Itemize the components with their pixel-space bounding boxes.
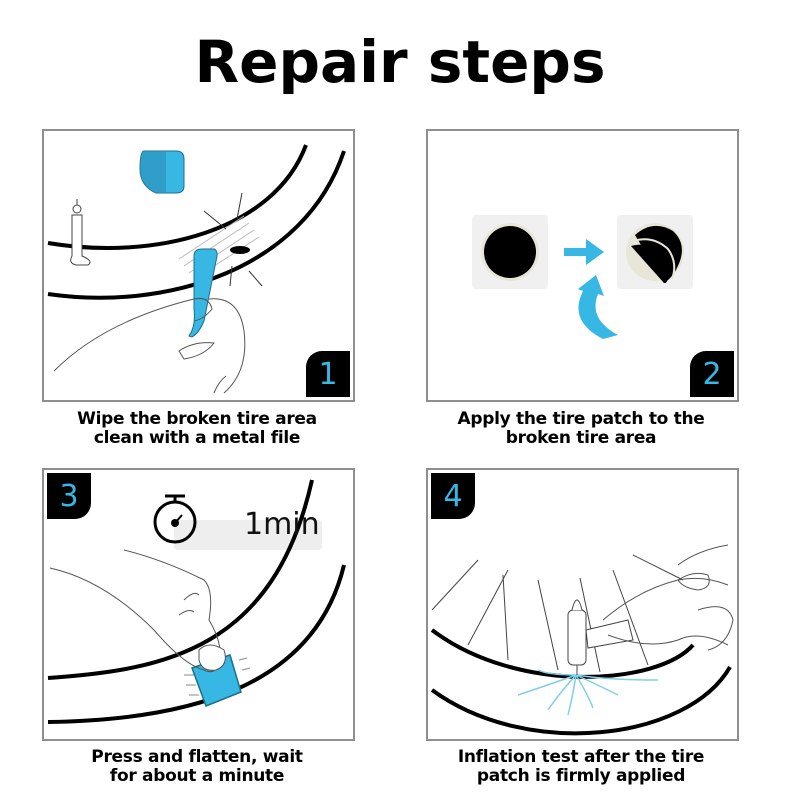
timer-text: 1min (244, 506, 320, 542)
step-3-illustration (47, 479, 346, 724)
step-4-illustration (430, 544, 734, 736)
step-number-badge: 3 (47, 473, 91, 519)
caption-line: for about a minute (109, 766, 285, 786)
step-2-caption: Apply the tire patch to the broken tire … (391, 410, 771, 448)
peeled-patch-icon (617, 215, 693, 289)
caption-line: Press and flatten, wait (91, 747, 303, 767)
hand-icon (49, 549, 226, 673)
step-2-panel: 2 (426, 129, 739, 402)
step-3-panel: 1min 3 (42, 468, 355, 741)
curved-arrow-icon (578, 275, 618, 339)
step-number-badge: 2 (690, 351, 734, 397)
caption-line: Inflation test after the tire (457, 747, 705, 767)
patch-icon (472, 215, 548, 289)
page-title: Repair steps (194, 28, 606, 96)
caption-line: clean with a metal file (93, 428, 301, 448)
caption-line: Wipe the broken tire area (77, 409, 317, 429)
step-1-illustration (47, 144, 346, 394)
step-1-caption: Wipe the broken tire area clean with a m… (7, 410, 387, 448)
air-spray-icon (517, 669, 659, 716)
caption-line: Apply the tire patch to the (457, 409, 705, 429)
hand-icon (53, 298, 246, 394)
pump-icon (567, 599, 634, 675)
timer-label: 1min (196, 498, 320, 550)
caption-line: patch is firmly applied (476, 766, 686, 786)
caption-line: broken tire area (505, 428, 657, 448)
valve-icon (70, 199, 91, 266)
step-4-caption: Inflation test after the tire patch is f… (391, 748, 771, 786)
arrow-right-icon (564, 239, 604, 265)
stopwatch-icon (153, 494, 197, 544)
step-1-panel: 1 (42, 129, 355, 402)
step-3-caption: Press and flatten, wait for about a minu… (7, 748, 387, 786)
step-number-badge: 1 (306, 351, 350, 397)
step-4-panel: 4 (426, 468, 739, 741)
hand-icon (602, 544, 734, 651)
step-number-badge: 4 (431, 473, 475, 519)
step-2-illustration (472, 215, 693, 339)
file-tool-icon (139, 150, 185, 194)
